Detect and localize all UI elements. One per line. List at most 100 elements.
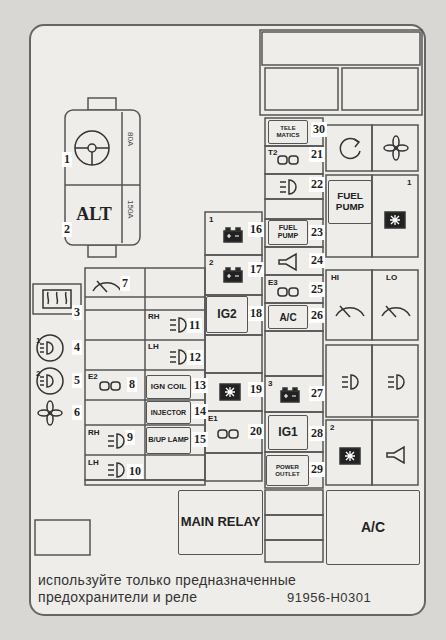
amp-rating: 80A (126, 132, 135, 146)
horn-symbol (387, 447, 404, 463)
fuse-label-box: B/UP LAMP (146, 427, 191, 454)
slot-mark: 3 (268, 379, 272, 388)
callout-number: 23 (309, 225, 325, 240)
relayfan-symbol (340, 448, 360, 464)
wiper-symbol (336, 306, 364, 317)
callout-number: 16 (248, 222, 264, 237)
callout-number: 28 (309, 426, 325, 441)
callout-number: 4 (72, 340, 82, 355)
callout-number: 7 (120, 276, 130, 291)
fan-symbol (38, 401, 62, 425)
slot-mark: 2 (330, 423, 334, 432)
fuse-label-box: A/C (268, 305, 308, 329)
relayfan-symbol (220, 384, 240, 400)
slot-mark: RH (148, 312, 160, 321)
callout-number: 2 (62, 222, 72, 237)
callout-number: 10 (127, 464, 143, 479)
slot-mark: 1 (209, 215, 213, 224)
slot-mark: LO (386, 273, 397, 282)
fuse-label-box: INJECTOR (146, 401, 191, 424)
fuse-name: TELE MATICS (269, 125, 307, 138)
caption: используйте только предназначенные предо… (38, 572, 328, 606)
conn-symbol (278, 288, 298, 296)
fuse-name: POWER OUTLET (267, 464, 308, 477)
fuse-name: IG1 (278, 426, 297, 439)
fan-symbol (384, 136, 408, 160)
lamp-symbol (108, 434, 124, 448)
recirc-symbol (340, 138, 360, 158)
fuse-name: FUEL PUMP (329, 191, 371, 213)
callout-number: 26 (309, 308, 325, 323)
callout-number: 6 (72, 405, 82, 420)
slot-mark: LH (88, 458, 99, 467)
lamp-symbol (342, 375, 358, 389)
callout-number: 14 (192, 404, 208, 419)
fuse-name: A/C (361, 520, 385, 535)
callout-number: 25 (309, 282, 325, 297)
fuse-label-box: ALT (68, 190, 120, 240)
bat-symbol (281, 388, 299, 402)
callout-number: 30 (311, 122, 327, 137)
callout-number: 15 (192, 432, 208, 447)
slot-mark: 2 (36, 369, 40, 378)
callout-number: 12 (187, 350, 203, 365)
lamp-symbol (170, 350, 186, 364)
callout-number: 11 (187, 318, 202, 333)
slot-mark: 1 (407, 178, 411, 187)
conn-symbol (218, 430, 238, 438)
fuse-name: FUEL PUMP (269, 225, 307, 241)
conn-symbol (278, 156, 298, 164)
slot-mark: E3 (268, 278, 278, 287)
slot-mark: 1 (36, 336, 40, 345)
horn-symbol (279, 254, 296, 270)
callout-number: 5 (72, 373, 82, 388)
conn-symbol (100, 382, 120, 390)
fuse-name: B/UP LAMP (148, 436, 189, 444)
lamp-symbol (108, 463, 124, 477)
fuse-label-box: FUEL PUMP (268, 220, 308, 245)
callout-number: 1 (62, 152, 72, 167)
fuse-name: MAIN RELAY (181, 515, 261, 529)
fuse-name: INJECTOR (151, 409, 186, 417)
callout-number: 9 (125, 430, 135, 445)
defrost-symbol (43, 290, 71, 308)
lamp-symbol (170, 318, 186, 332)
fuse-label-box: TELE MATICS (268, 120, 308, 144)
fuse-label-box: POWER OUTLET (266, 455, 309, 486)
fuse-name: IG2 (217, 308, 236, 321)
part-number: 91956-H0301 (287, 590, 371, 605)
callout-number: 19 (248, 382, 264, 397)
lamp-symbol (388, 375, 404, 389)
slot-mark: T2 (268, 148, 277, 157)
fuse-label-box: MAIN RELAY (178, 490, 263, 555)
wheel-symbol (75, 131, 109, 165)
callout-number: 3 (72, 305, 82, 320)
callout-number: 22 (309, 177, 325, 192)
fuse-name: IGN COIL (151, 383, 187, 392)
fuse-name: A/C (279, 312, 296, 323)
amp-rating: 150A (126, 200, 135, 219)
wiper-symbol (382, 306, 410, 317)
fuse-label-box: FUEL PUMP (328, 180, 372, 224)
wiper-symbol (93, 281, 121, 292)
callout-number: 13 (192, 378, 208, 393)
callout-number: 8 (127, 377, 137, 392)
bat-symbol (224, 228, 242, 242)
slot-mark: E2 (88, 372, 98, 381)
callout-number: 17 (248, 262, 264, 277)
slot-mark: LH (148, 342, 159, 351)
callout-number: 21 (309, 147, 325, 162)
fuse-name: ALT (76, 205, 111, 225)
lamp-symbol (280, 180, 296, 194)
beam-symbol (37, 368, 63, 394)
fuse-label-box: A/C (326, 490, 420, 565)
beam-symbol (37, 335, 63, 361)
relayfan-symbol (385, 212, 405, 228)
bat-symbol (224, 268, 242, 282)
fuse-label-box: IGN COIL (146, 375, 191, 399)
callout-number: 20 (248, 424, 264, 439)
fuse-label-box: IG2 (206, 296, 248, 333)
slot-mark: 2 (209, 258, 213, 267)
callout-number: 18 (248, 306, 264, 321)
callout-number: 29 (309, 462, 325, 477)
